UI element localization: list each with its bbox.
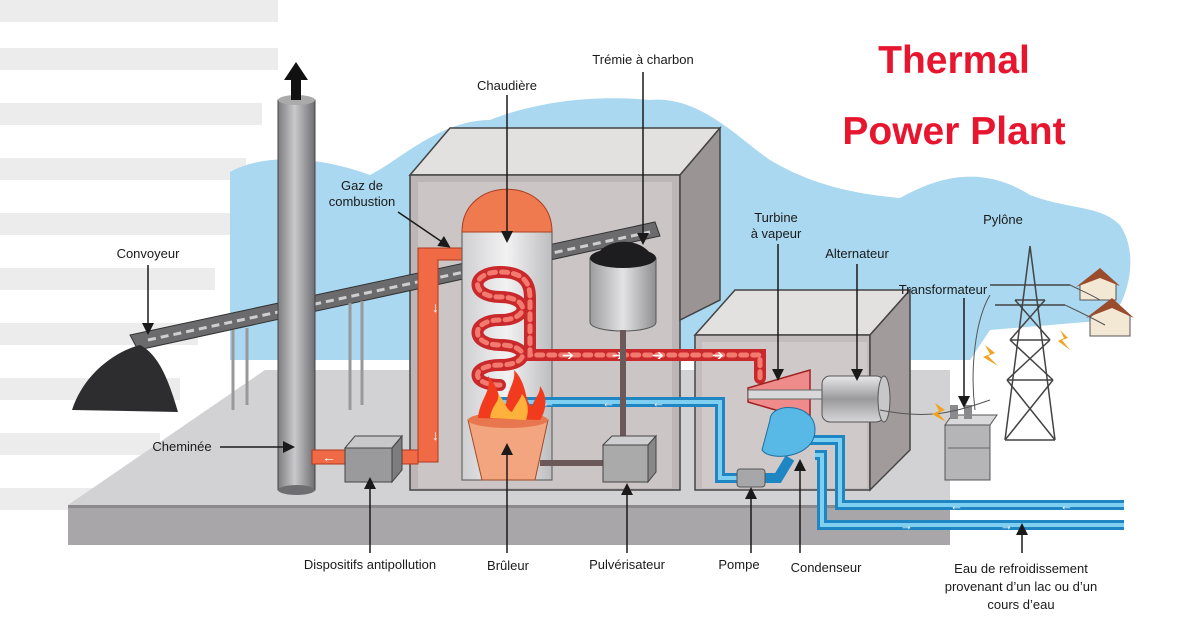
label-pulverizer: Pulvérisateur — [589, 557, 666, 572]
pulverizer — [540, 434, 658, 484]
water-flow-arrows: ← ← ← — [542, 395, 665, 410]
svg-text:←: ← — [950, 498, 963, 513]
label-cooling-line3: cours d’eau — [987, 597, 1054, 612]
label-cooling-line2: provenant d’un lac ou d’un — [945, 579, 1098, 594]
alternator — [821, 375, 891, 423]
chimney — [277, 62, 316, 495]
svg-text:➔: ➔ — [562, 347, 574, 363]
leader-lines — [142, 72, 1028, 553]
houses — [1076, 268, 1134, 337]
svg-text:→: → — [1000, 518, 1013, 533]
pylon — [990, 245, 1070, 441]
svg-text:↓: ↓ — [432, 427, 439, 443]
chimney-exhaust-arrow — [284, 62, 308, 100]
label-condenser: Condenseur — [791, 560, 862, 575]
label-pump: Pompe — [718, 557, 759, 572]
label-transformer: Transformateur — [899, 282, 988, 297]
label-cooling-line1: Eau de refroidissement — [954, 561, 1088, 576]
pump — [736, 468, 766, 488]
label-alternator: Alternateur — [825, 246, 889, 261]
coal-hopper — [589, 241, 657, 445]
label-flue-gas-line1: Gaz de — [341, 178, 383, 193]
label-boiler: Chaudière — [477, 78, 537, 93]
cooling-flow-arrows: ← ← → → — [900, 498, 1073, 533]
cooling-water-pipes — [800, 435, 1124, 530]
steam-pipe — [471, 265, 766, 391]
label-pylon: Pylône — [983, 212, 1023, 227]
label-turbine-line1: Turbine — [754, 210, 798, 225]
condenser — [761, 407, 816, 457]
label-conveyor: Convoyeur — [117, 246, 181, 261]
spark-icon — [932, 330, 1070, 422]
title-line2: Power Plant — [842, 110, 1065, 153]
steam-flow-arrows: ➔➔➔➔ — [562, 347, 724, 363]
label-turbine-line2: à vapeur — [751, 226, 802, 241]
label-antipollution: Dispositifs antipollution — [304, 557, 436, 572]
boiler-building — [408, 125, 722, 491]
antipollution-device — [343, 434, 404, 484]
svg-text:←: ← — [652, 395, 665, 410]
label-burner: Brûleur — [487, 558, 530, 573]
power-lines — [879, 284, 1106, 415]
svg-text:←: ← — [542, 395, 555, 410]
label-flue-gas-line2: combustion — [329, 194, 395, 209]
svg-text:➔: ➔ — [652, 347, 664, 363]
label-chimney: Cheminée — [152, 439, 211, 454]
title-line1: Thermal — [878, 39, 1030, 82]
svg-text:←: ← — [1060, 498, 1073, 513]
svg-text:→: → — [900, 518, 913, 533]
svg-text:➔: ➔ — [712, 347, 724, 363]
svg-text:←: ← — [322, 449, 336, 465]
transformer — [944, 405, 998, 481]
water-pipe — [490, 397, 795, 483]
svg-text:↓: ↓ — [432, 299, 439, 315]
coal-pile — [72, 345, 178, 412]
label-coal-hopper: Trémie à charbon — [592, 52, 693, 67]
svg-text:←: ← — [602, 395, 615, 410]
